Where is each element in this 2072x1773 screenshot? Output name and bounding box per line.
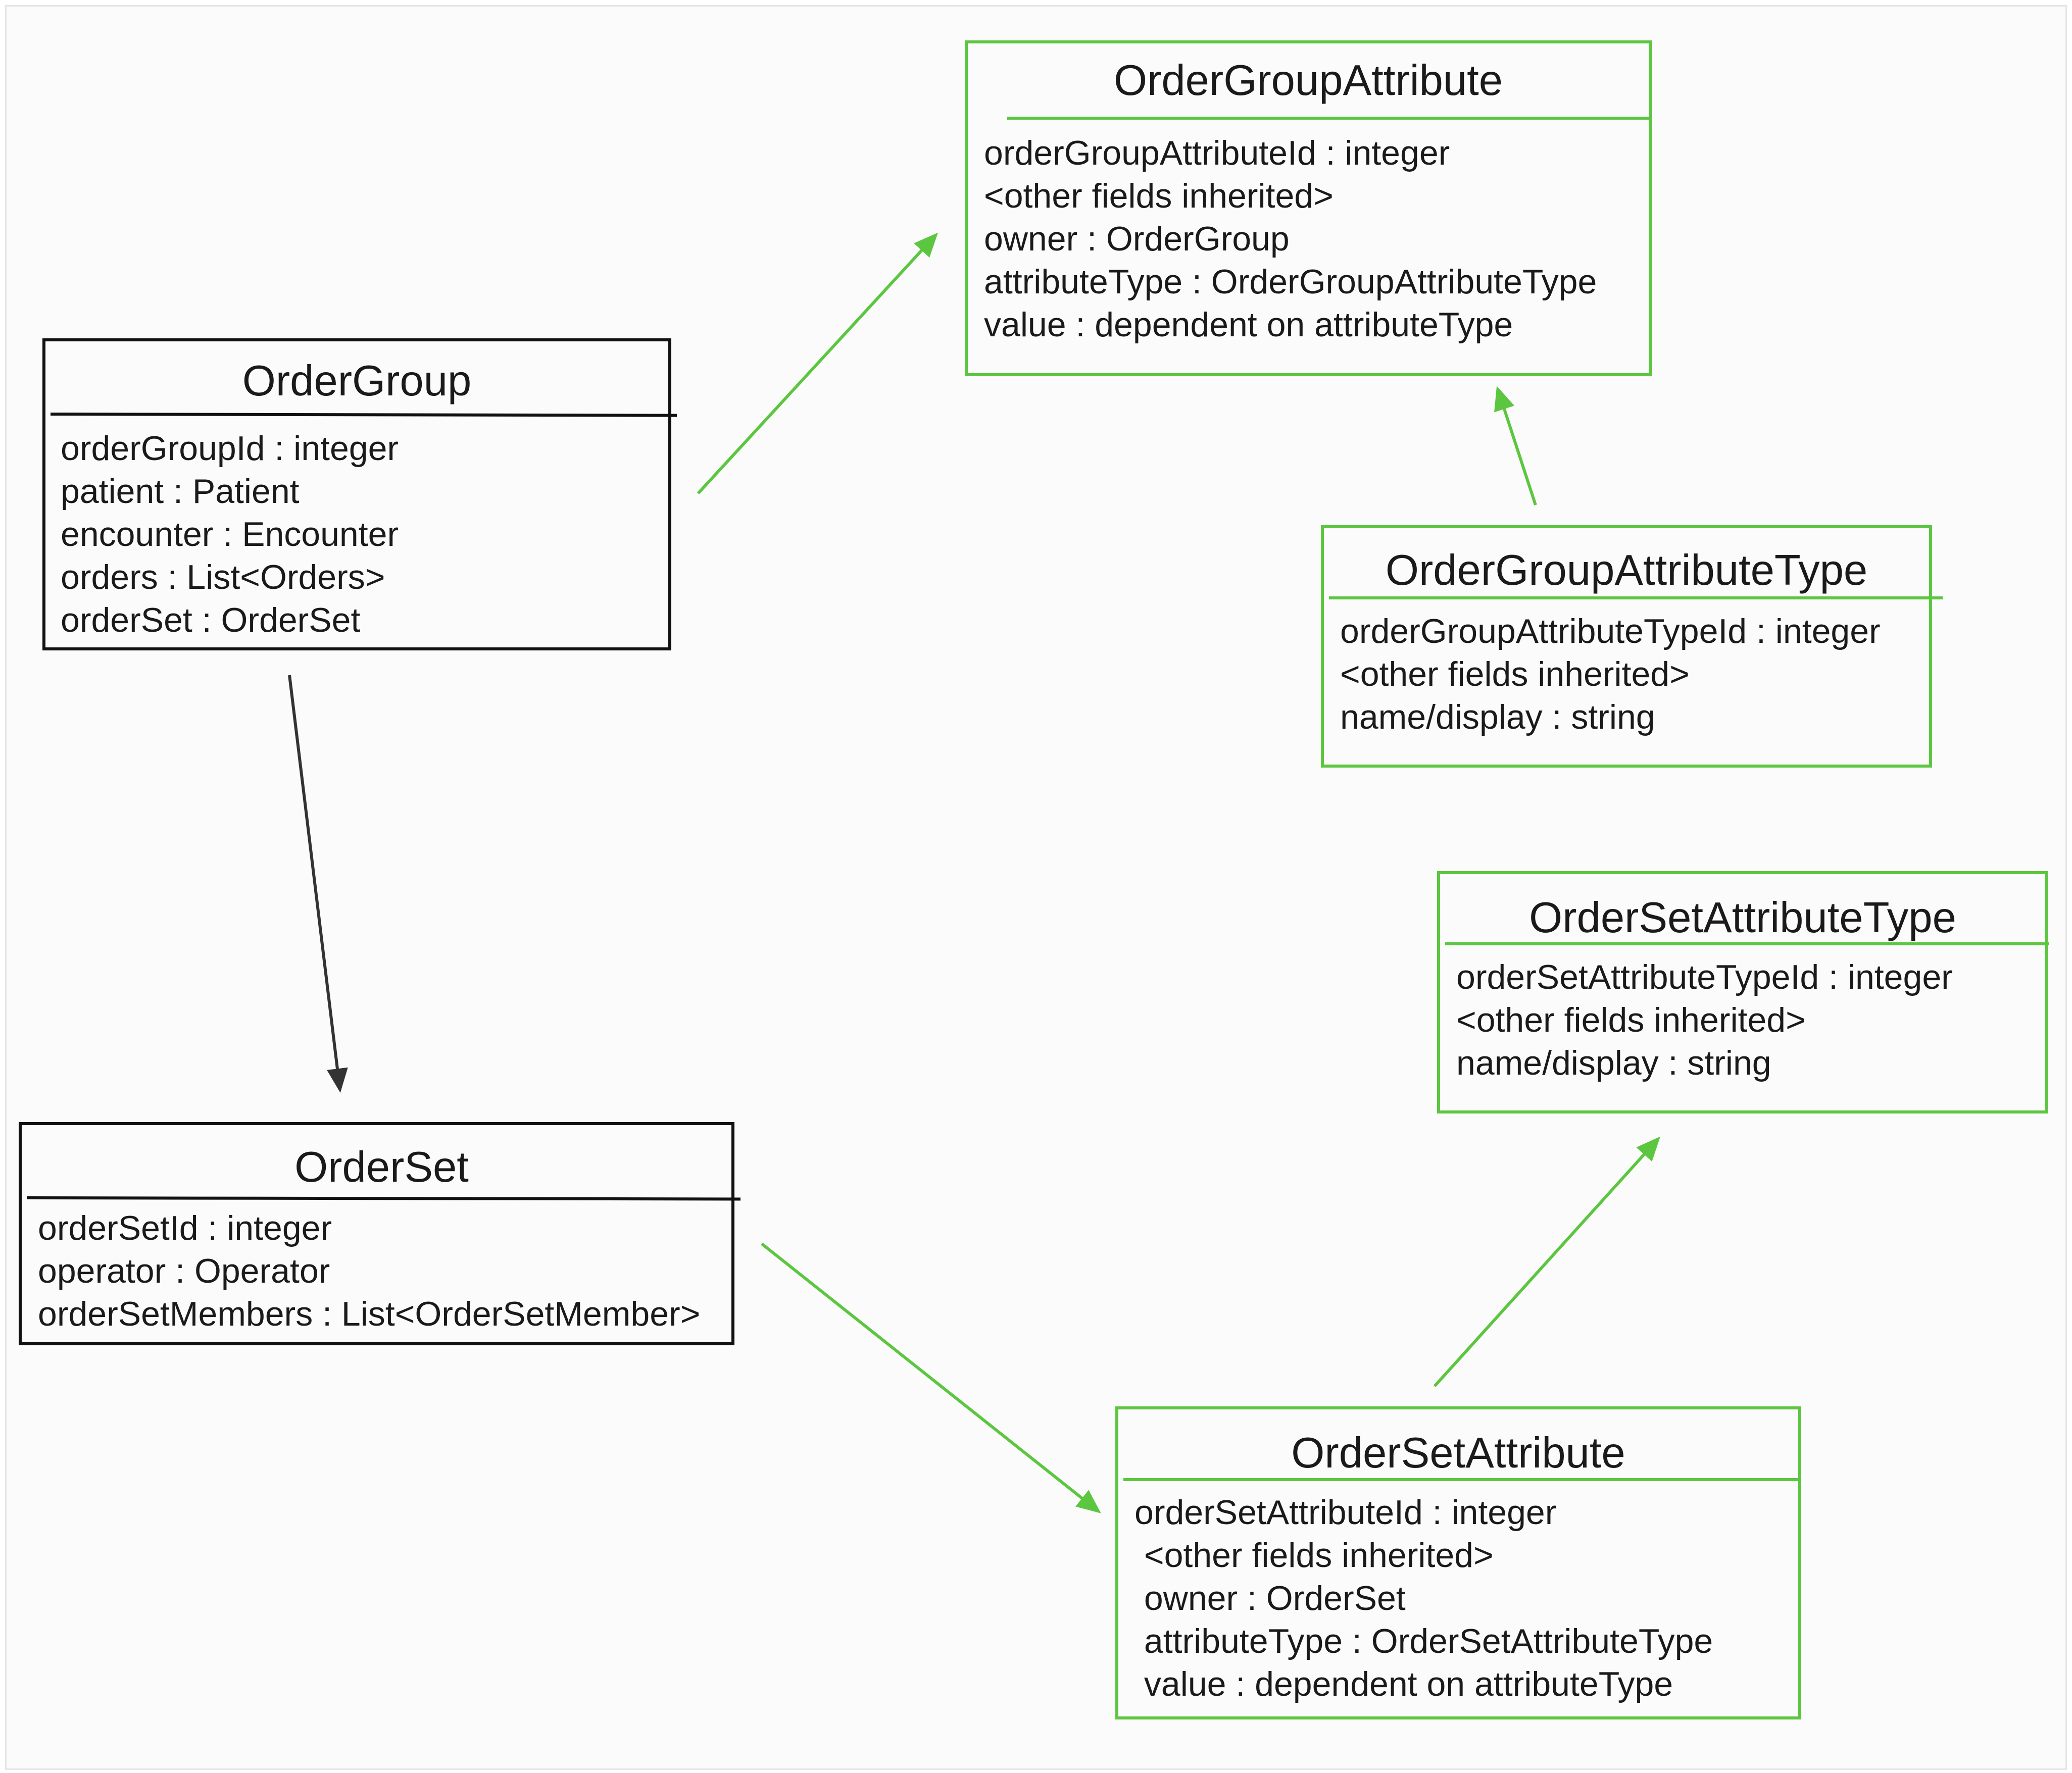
class-divider [26,1196,741,1201]
class-fields: orderGroupId : integer patient : Patient… [61,427,399,642]
field-row: orderSetMembers : List<OrderSetMember> [38,1295,701,1333]
field-row: <other fields inherited> [1340,655,1690,693]
class-fields: orderGroupAttributeId : integer <other f… [984,132,1597,346]
field-row: attributeType : OrderSetAttributeType [1134,1622,1713,1660]
field-row: name/display : string [1456,1044,1771,1082]
field-row: name/display : string [1340,698,1655,736]
class-divider [1329,596,1943,599]
class-divider [1123,1478,1798,1481]
class-divider [1007,117,1652,120]
field-row: orderGroupAttributeTypeId : integer [1340,612,1881,650]
field-row: encounter : Encounter [61,515,399,553]
field-row: attributeType : OrderGroupAttributeType [984,263,1597,301]
field-row: orderSetId : integer [38,1209,332,1247]
class-divider [50,413,677,417]
class-title: OrderSetAttributeType [1529,894,1956,942]
field-row: orderSetAttributeId : integer [1134,1493,1557,1532]
field-row: owner : OrderSet [1134,1579,1406,1617]
field-row: <other fields inherited> [1134,1536,1494,1575]
arrow-ordergroup-to-orderset [288,675,348,1093]
arrow-ordergroup-to-ordergroupattribute [697,232,939,495]
field-row: orderSetAttributeTypeId : integer [1456,958,1953,996]
field-row: orders : List<Orders> [61,558,385,596]
class-box-ordersetattribute: OrderSetAttribute orderSetAttributeId : … [1115,1406,1801,1719]
class-fields: orderSetId : integer operator : Operator… [38,1207,700,1336]
field-row: <other fields inherited> [984,177,1334,215]
diagram-frame [5,5,2067,1770]
class-divider [1445,942,2049,945]
class-fields: orderGroupAttributeTypeId : integer <oth… [1340,610,1881,739]
class-box-ordergroup: OrderGroup orderGroupId : integer patien… [42,338,677,650]
field-row: owner : OrderGroup [984,220,1290,258]
class-title: OrderSet [294,1143,469,1191]
field-row: orderGroupId : integer [61,429,399,468]
class-box-ordergroupattribute: OrderGroupAttribute orderGroupAttributeI… [965,40,1652,376]
field-row: operator : Operator [38,1252,330,1290]
field-row: value : dependent on attributeType [984,306,1513,344]
field-row: orderGroupAttributeId : integer [984,134,1450,172]
class-box-ordersetattributetype: OrderSetAttributeType orderSetAttributeT… [1437,871,2049,1113]
arrow-ordersetattribute-to-ordersetattributetype [1433,1136,1661,1388]
field-row: orderSet : OrderSet [61,601,361,639]
field-row: <other fields inherited> [1456,1001,1806,1039]
arrow-ordergroupattributetype-to-ordergroupattribute [1494,386,1537,505]
field-row: value : dependent on attributeType [1134,1665,1673,1703]
class-box-ordergroupattributetype: OrderGroupAttributeType orderGroupAttrib… [1321,525,1943,768]
arrow-orderset-to-ordersetattribute [761,1242,1101,1513]
class-fields: orderSetAttributeTypeId : integer <other… [1456,956,1953,1085]
class-box-orderset: OrderSet orderSetId : integer operator :… [19,1122,741,1345]
class-title: OrderGroup [242,357,472,405]
class-title: OrderGroupAttributeType [1385,546,1868,594]
class-title: OrderSetAttribute [1291,1429,1625,1477]
field-row: patient : Patient [61,472,300,511]
class-title: OrderGroupAttribute [1113,57,1503,105]
class-fields: orderSetAttributeId : integer <other fie… [1134,1491,1713,1706]
